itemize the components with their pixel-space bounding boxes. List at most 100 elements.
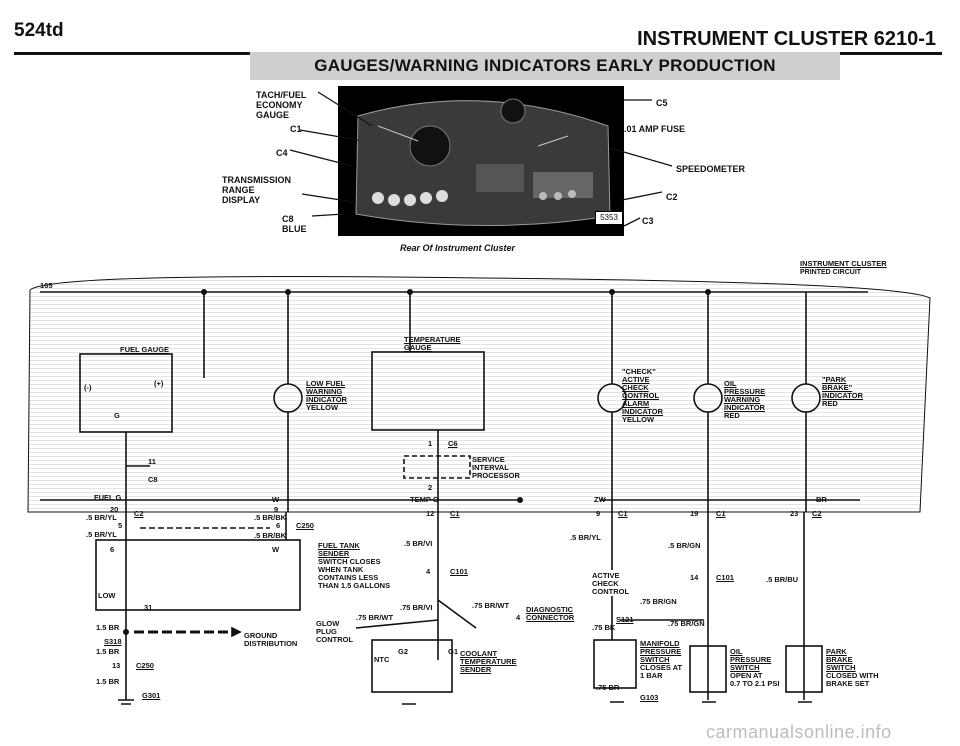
splice-s121: S121	[616, 615, 634, 624]
conn-c101b: C101	[716, 573, 734, 582]
wire-br-wt: .75 BR/WT	[356, 613, 394, 622]
conn-c1: C1	[450, 509, 460, 518]
fuel-g-pin: FUEL G	[94, 493, 122, 502]
pin-w: W	[272, 495, 280, 504]
fuse-label: .01 AMP FUSE	[624, 124, 686, 134]
wire-br-yl: .5 BR/YL	[86, 513, 117, 522]
model-label: 524td	[14, 20, 64, 41]
wire-br-bu: .5 BR/BU	[766, 575, 799, 584]
fuel-plus: (+)	[154, 379, 164, 388]
wire-165: 165	[40, 281, 53, 290]
pin-23: 23	[790, 509, 799, 518]
cluster-subtitle: PRINTED CIRCUIT	[800, 269, 862, 276]
pin-br: BR	[816, 495, 827, 504]
ground-g301: G301	[142, 691, 161, 700]
pin-g1: G1	[448, 647, 459, 656]
section-title: INSTRUMENT CLUSTER 6210-1	[637, 28, 936, 50]
diagram-banner: GAUGES/WARNING INDICATORS EARLY PRODUCTI…	[250, 52, 840, 80]
temp-g: TEMP G	[410, 495, 439, 504]
fuel-gauge-title: FUEL GAUGE	[120, 345, 170, 354]
conn-c250b: C250	[296, 521, 314, 530]
pin-4b: 4	[516, 613, 521, 622]
c5-label: C5	[656, 98, 668, 108]
wire-br-gn-2: .75 BR/GN	[668, 619, 705, 628]
pin-5: 5	[118, 521, 123, 530]
ntc-label: NTC	[374, 655, 390, 664]
pin-2: 2	[428, 483, 433, 492]
wire-br-gn-3: .5 BR/GN	[668, 541, 701, 550]
wire-bk-75-b: .75 BR	[596, 683, 620, 692]
pin-9: 9	[274, 505, 279, 514]
pin-zw: ZW	[594, 495, 606, 504]
cluster-photo	[338, 86, 624, 236]
pin-11: 11	[148, 457, 156, 466]
c4-label: C4	[276, 148, 288, 158]
pin-19: 19	[690, 509, 699, 518]
wire-1-5-br-c: 1.5 BR	[96, 677, 120, 686]
pin-6b: 6	[276, 521, 281, 530]
conn-c6: C6	[448, 439, 458, 448]
wire-br-bk-2: .5 BR/BK	[254, 531, 287, 540]
conn-c2b: C2	[812, 509, 822, 518]
pin-12: 12	[426, 509, 435, 518]
wire-1-5-br: 1.5 BR	[96, 623, 120, 632]
conn-c1c: C1	[716, 509, 726, 518]
photo-caption: Rear Of Instrument Cluster	[400, 243, 516, 253]
pin-w2: W	[272, 545, 280, 554]
c2-label: C2	[666, 192, 678, 202]
wire-br-wt-2: .75 BR/WT	[472, 601, 510, 610]
cluster-title: INSTRUMENT CLUSTER	[800, 259, 887, 268]
conn-c8: C8	[148, 475, 158, 484]
wire-br-vi: .5 BR/VI	[404, 539, 433, 548]
fuel-g: G	[114, 411, 120, 420]
pin-9b: 9	[596, 509, 601, 518]
conn-c250: C250	[136, 661, 154, 670]
wire-1-5-br-b: 1.5 BR	[96, 647, 120, 656]
wire-br-gn-1: .75 BR/GN	[640, 597, 677, 606]
watermark: carmanualsonline.info	[706, 722, 892, 742]
fuel-minus: (-)	[84, 383, 92, 392]
splice-s318: S318	[104, 637, 122, 646]
conn-c1b: C1	[618, 509, 628, 518]
pin-6: 6	[110, 545, 115, 554]
pin-13: 13	[112, 661, 121, 670]
ground-g103: G103	[640, 693, 659, 702]
c3-label: C3	[642, 216, 654, 226]
pin-4: 4	[426, 567, 431, 576]
pin-14: 14	[690, 573, 699, 582]
wire-br-yl-3: .5 BR/YL	[570, 533, 601, 542]
photo-number: 5353	[595, 211, 623, 225]
wire-br-yl-2: .5 BR/YL	[86, 530, 117, 539]
speedometer-label: SPEEDOMETER	[676, 164, 746, 174]
pin-31: 31	[144, 603, 153, 612]
pin-20: 20	[110, 505, 119, 514]
conn-c2: C2	[134, 509, 144, 518]
wire-bk-75: .75 BK	[592, 623, 616, 632]
pin-g2: G2	[398, 647, 409, 656]
wire-br-bk: .5 BR/BK	[254, 513, 287, 522]
wire-br-vi-2: .75 BR/VI	[400, 603, 433, 612]
c1-label: C1	[290, 124, 302, 134]
pin-1: 1	[428, 439, 433, 448]
low-label: LOW	[98, 591, 116, 600]
